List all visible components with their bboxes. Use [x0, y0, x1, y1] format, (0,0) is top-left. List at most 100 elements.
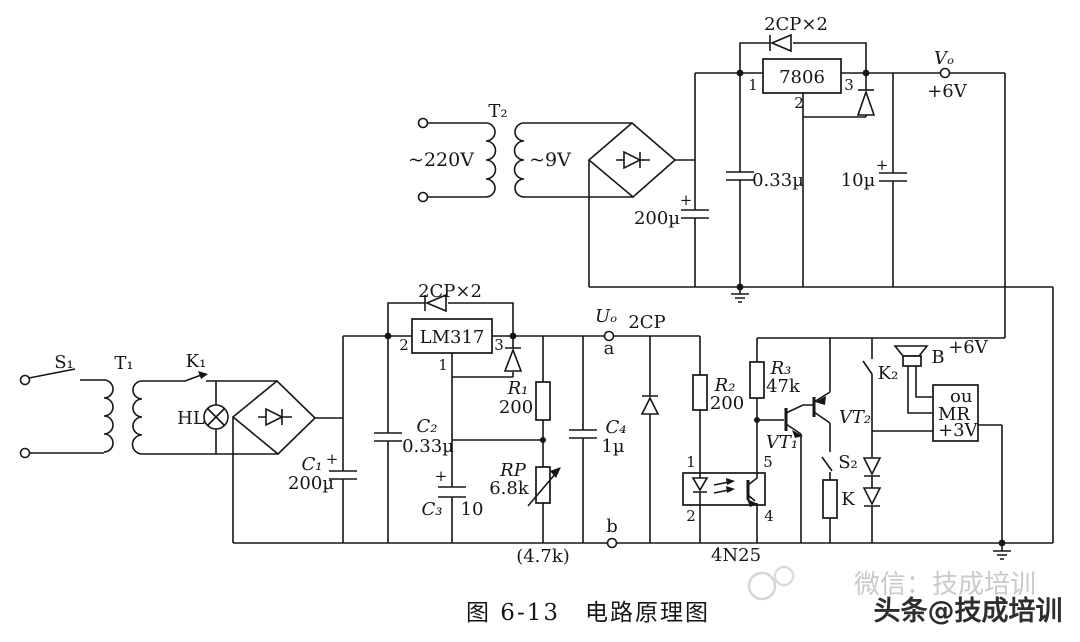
lm317-protection-diode-icon	[424, 293, 447, 313]
label-mr-supply: +3V	[938, 420, 979, 441]
ac-terminal	[417, 117, 429, 129]
label-cap200-top: 200µ	[634, 208, 680, 229]
t2-primary-coil	[480, 122, 497, 198]
vt1-emitter-arrow	[792, 430, 803, 438]
label-r3: R₃	[770, 358, 792, 379]
cap-033u-top	[726, 73, 754, 287]
label-plus: +	[876, 156, 889, 174]
drop-diode-icon	[862, 457, 882, 476]
label-r1-value: 200	[499, 397, 533, 418]
s2-switch	[821, 456, 833, 543]
adj-protection-diode-icon	[503, 347, 523, 372]
label-ac9: ~9V	[529, 149, 571, 171]
ground-symbol-top	[731, 287, 749, 303]
vo-terminal	[939, 67, 951, 79]
terminal-a	[603, 330, 615, 342]
mains-terminal	[19, 374, 31, 386]
label-pin5: 5	[763, 453, 773, 471]
bridge-diode-icon	[623, 150, 642, 170]
caption-and-watermarks: 图 6-13 电路原理图 微信：技成培训 头条@技成培训	[466, 565, 1063, 627]
t2-secondary-coil	[513, 122, 525, 198]
t1-secondary-coil	[131, 380, 143, 455]
k1-contact-arrow	[198, 371, 208, 379]
label-pin1: 1	[438, 356, 448, 374]
speaker-wires	[907, 366, 933, 414]
label-k2: K₂	[878, 363, 899, 384]
label-terminal-a: a	[604, 338, 615, 359]
watermark-wechat: 微信：技成培训	[854, 570, 1036, 600]
label-mr-name: MR	[938, 404, 970, 425]
junction-dot	[384, 332, 392, 340]
label-c2: C₂	[417, 416, 438, 437]
label-rp: RP	[499, 460, 527, 481]
terminal-b	[606, 537, 618, 549]
label-t2: T₂	[488, 101, 507, 122]
cap-10u	[879, 73, 907, 287]
lm317-protection-loop	[387, 302, 514, 336]
opto-bottom-pins	[699, 505, 758, 543]
label-s1: S₁	[54, 352, 74, 373]
rp-arrow-shaft	[527, 472, 557, 507]
drop-diode-icon	[862, 487, 882, 506]
resistor-r3	[749, 361, 765, 399]
wechat-icon	[773, 565, 795, 587]
label-hl: HL	[177, 408, 205, 429]
label-pin1: 1	[686, 453, 696, 471]
label-c1-value: 200µ	[288, 473, 334, 494]
junction-dot	[862, 69, 870, 77]
junction-dot	[754, 417, 760, 423]
k2-branch	[862, 338, 933, 543]
primary-leads	[427, 122, 480, 198]
label-cap033-top: 0.33µ	[752, 170, 804, 191]
label-pin2: 2	[399, 336, 409, 354]
vt1-leads	[785, 404, 814, 543]
label-pin4: 4	[764, 507, 774, 525]
labels-layer: S₁ T₁ K₁ HL C₁ 200µ + ~220V T₂ ~9V 2CP×2…	[54, 14, 989, 567]
label-pin2: 2	[686, 507, 696, 525]
watermark-toutiao: 头条@技成培训	[874, 596, 1063, 627]
adj-pin-network	[438, 353, 543, 543]
label-diode-pair-top: 2CP×2	[764, 14, 828, 35]
label-plus6v-top: +6V	[927, 81, 968, 102]
label-mr-ou: ou	[950, 386, 972, 407]
label-k1: K₁	[186, 351, 207, 372]
light-arrow-head	[726, 478, 735, 485]
label-lm317: LM317	[420, 327, 485, 348]
label-c2-value: 0.33µ	[402, 436, 454, 457]
label-c4-value: 1µ	[601, 436, 624, 457]
top-power-supply-section	[417, 33, 1054, 543]
r3-branch	[756, 338, 784, 473]
label-vo: Vₒ	[934, 48, 954, 69]
relay-coil-k	[822, 479, 838, 519]
label-s2: S₂	[838, 452, 858, 473]
bridge-pos-wire	[675, 73, 696, 287]
label-ac220: ~220V	[408, 149, 474, 171]
pin2-wire	[802, 73, 867, 287]
junction-dot	[509, 332, 517, 340]
cap-c2	[374, 336, 402, 543]
label-diode-pair-lm317: 2CP×2	[418, 281, 482, 302]
wechat-icon	[747, 571, 777, 601]
resistor-r2	[692, 374, 708, 411]
label-pin3: 3	[844, 76, 854, 94]
speaker-body-icon	[902, 355, 922, 367]
top-ground-rail	[589, 286, 1054, 543]
label-plus: +	[326, 450, 339, 468]
protection-diode-loop	[739, 42, 867, 73]
label-c3: C₃	[422, 499, 443, 520]
s1-switch	[28, 368, 104, 454]
label-c1: C₁	[302, 454, 323, 475]
opto-led-leads	[693, 473, 707, 505]
label-rp-alt: (4.7k)	[516, 546, 570, 567]
vt2-leads	[813, 338, 831, 452]
opto-light-arrows	[713, 481, 730, 494]
label-pin2: 2	[794, 94, 804, 112]
cap-c4	[569, 336, 597, 543]
bridge-diode-icon	[265, 407, 284, 427]
label-pin3: 3	[494, 336, 504, 354]
label-k-coil: K	[841, 489, 855, 510]
label-c4: C₄	[606, 417, 627, 438]
label-c3-value: 10	[461, 499, 484, 520]
